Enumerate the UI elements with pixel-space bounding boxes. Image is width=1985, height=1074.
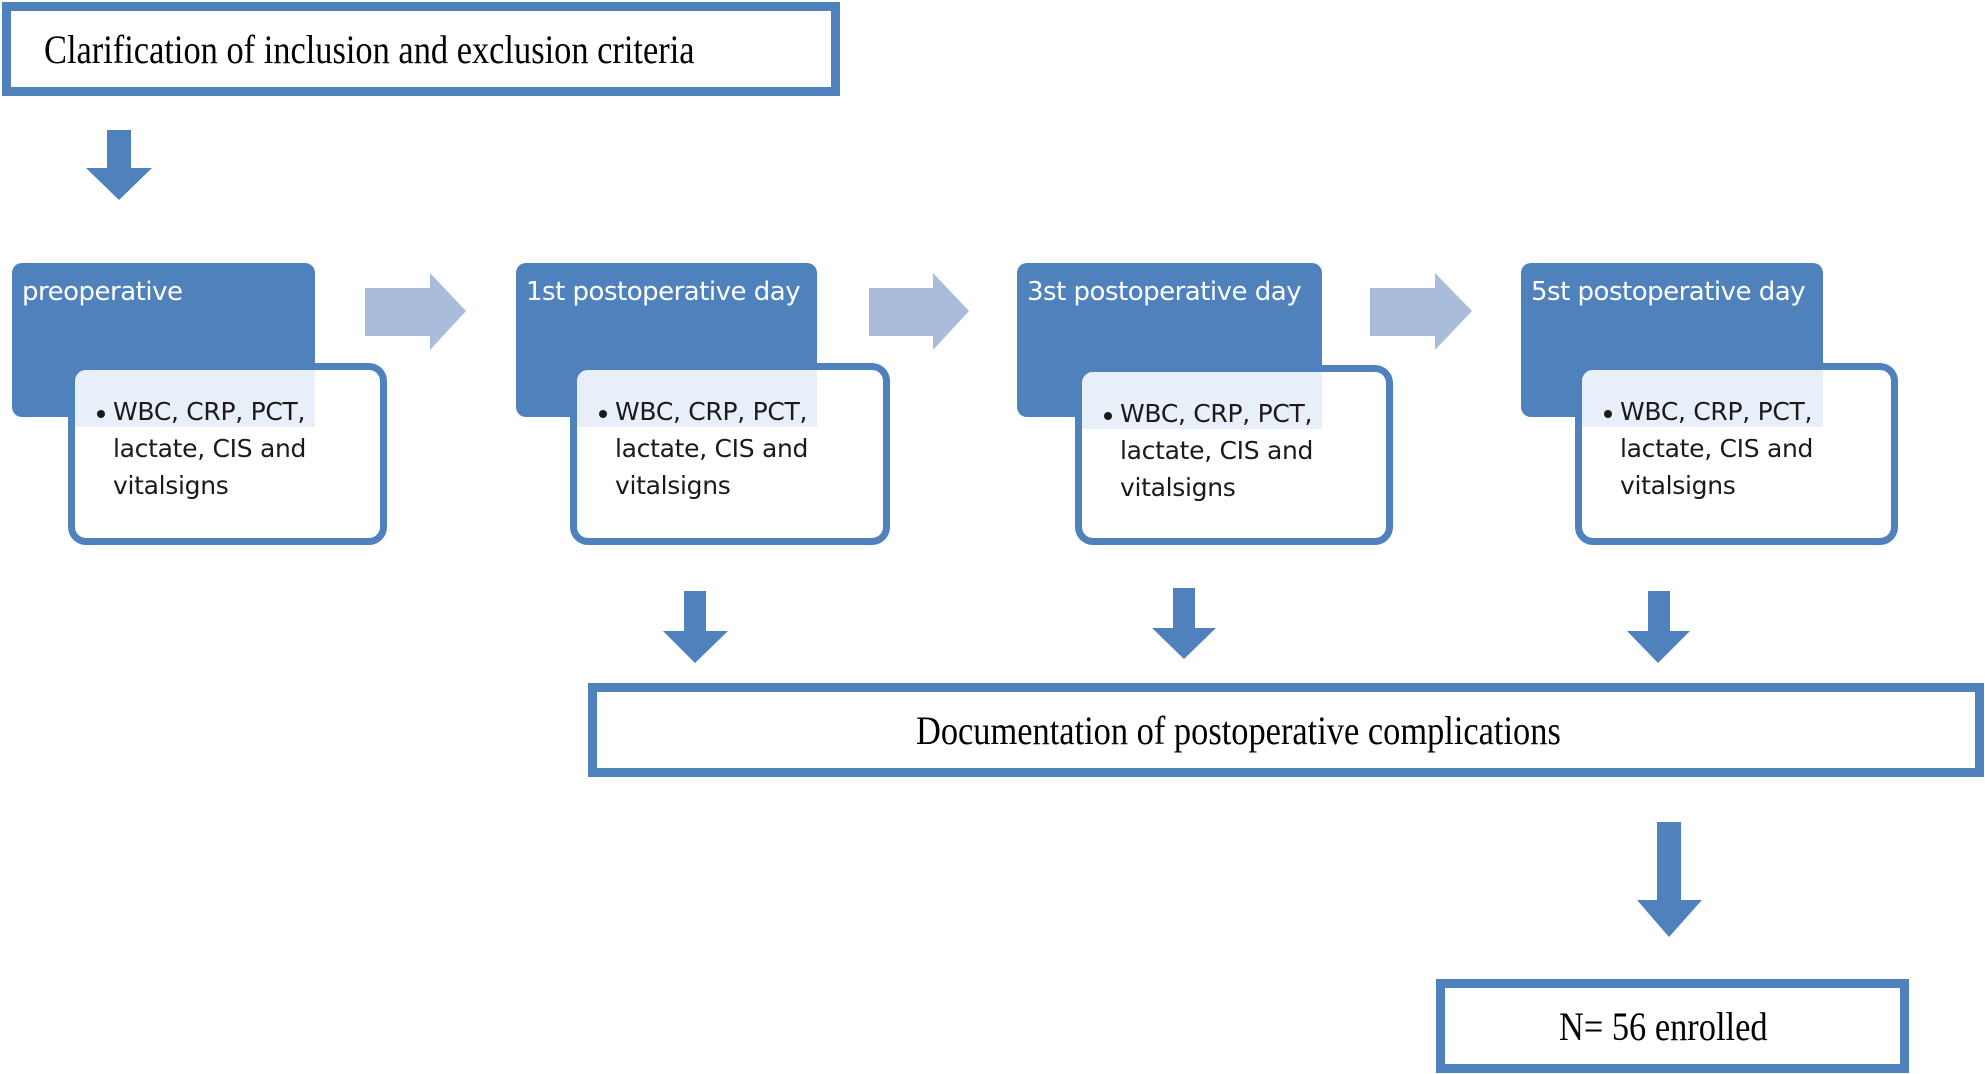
right-arrow-icon [365, 273, 466, 350]
stage-3st-postop-detail: WBC, CRP, PCT, lactate, CIS and vitalsig… [1075, 365, 1393, 545]
stage-3st-postop-header: 3st postoperative day [1017, 263, 1322, 417]
overlap-tint [1082, 372, 1322, 429]
stage-preoperative-detail: WBC, CRP, PCT, lactate, CIS and vitalsig… [68, 363, 387, 545]
stage-title: preoperative [22, 277, 183, 307]
enrolled-text: N= 56 enrolled [1559, 1003, 1768, 1049]
stage-title: 5st postoperative day [1531, 277, 1806, 307]
stage-title: 1st postoperative day [526, 277, 801, 307]
overlap-tint [577, 370, 817, 427]
down-arrow-icon [1152, 588, 1216, 659]
down-arrow-icon [1637, 822, 1702, 937]
inclusion-exclusion-box: Clarification of inclusion and exclusion… [2, 2, 840, 96]
overlap-tint [1582, 370, 1823, 427]
stage-detail-text: WBC, CRP, PCT, lactate, CIS and vitalsig… [1620, 397, 1814, 500]
bullet-icon [1604, 410, 1612, 418]
enrolled-box: N= 56 enrolled [1436, 979, 1909, 1073]
down-arrow-icon [1627, 591, 1690, 663]
overlap-tint [75, 370, 315, 427]
documentation-box: Documentation of postoperative complicat… [588, 683, 1984, 777]
bullet-icon [599, 410, 607, 418]
bullet-icon [1104, 412, 1112, 420]
stage-1st-postop-detail: WBC, CRP, PCT, lactate, CIS and vitalsig… [570, 363, 890, 545]
stage-5st-postop-detail: WBC, CRP, PCT, lactate, CIS and vitalsig… [1575, 363, 1898, 545]
stage-title: 3st postoperative day [1027, 277, 1302, 307]
stage-detail-text: WBC, CRP, PCT, lactate, CIS and vitalsig… [615, 397, 809, 500]
stage-detail-text: WBC, CRP, PCT, lactate, CIS and vitalsig… [113, 397, 307, 500]
inclusion-exclusion-text: Clarification of inclusion and exclusion… [44, 26, 695, 72]
right-arrow-icon [1370, 273, 1472, 350]
bullet-icon [97, 410, 105, 418]
stage-detail-text: WBC, CRP, PCT, lactate, CIS and vitalsig… [1120, 399, 1314, 502]
down-arrow-icon [86, 130, 152, 200]
documentation-text: Documentation of postoperative complicat… [916, 707, 1561, 753]
down-arrow-icon [663, 591, 728, 663]
right-arrow-icon [869, 273, 969, 350]
